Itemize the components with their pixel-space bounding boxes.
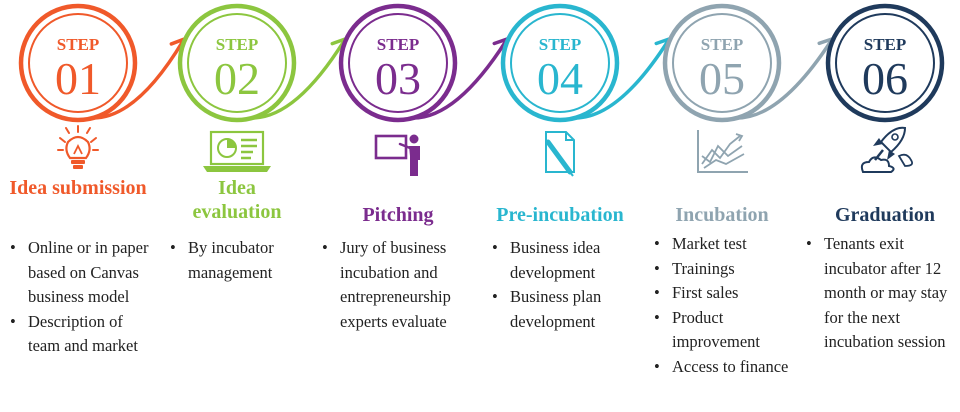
step-02-title: Idea evaluation <box>192 177 282 223</box>
step-04-outer-ring <box>500 3 620 123</box>
bullet-item: Online or in paper based on Canvas busin… <box>8 236 158 310</box>
growth-chart-icon <box>697 130 748 173</box>
bullet-item: Business idea development <box>490 236 640 285</box>
step-03-title: Pitching <box>362 204 434 226</box>
presenter-board-icon <box>374 134 420 176</box>
step-05-bullet-list: Market testTrainingsFirst salesProduct i… <box>652 232 797 379</box>
document-pen-icon <box>545 131 575 177</box>
step-05-number: 05 <box>699 53 745 104</box>
bullet-item: By incubator management <box>168 236 318 285</box>
step-05-inner-ring <box>672 13 772 113</box>
rocket-icon <box>860 126 914 173</box>
step-06-label: STEP <box>864 35 907 54</box>
step-03-label: STEP <box>377 35 420 54</box>
bullet-item: Trainings <box>652 257 797 282</box>
step-02-label: STEP <box>216 35 259 54</box>
step-04-title: Pre-incubation <box>496 204 624 226</box>
step-06-title: Graduation <box>834 204 936 226</box>
step-01-title: Idea submission <box>9 177 147 199</box>
step-02-number: 02 <box>214 53 260 104</box>
step-02-bullet-list: By incubator management <box>168 236 318 285</box>
step-01-bullet-list: Online or in paper based on Canvas busin… <box>8 236 158 359</box>
bullet-item: Business plan development <box>490 285 640 334</box>
step-04-number: 04 <box>537 53 583 104</box>
step-04-bullet-list: Business idea developmentBusiness plan d… <box>490 236 640 334</box>
step-01-number: 01 <box>55 53 101 104</box>
bullet-item: Description of team and market <box>8 310 158 359</box>
step-05-label: STEP <box>701 35 744 54</box>
bullet-item: Tenants exit incubator after 12 month or… <box>804 232 954 355</box>
step-01-inner-ring <box>28 13 128 113</box>
step-06-inner-ring <box>835 13 935 113</box>
step-01-label: STEP <box>57 35 100 54</box>
step-03-bullet-list: Jury of business incubation and entrepre… <box>320 236 485 334</box>
step-06-outer-ring <box>825 3 945 123</box>
step-05-title: Incubation <box>675 204 769 226</box>
lightbulb-icon <box>57 125 99 169</box>
step-02-outer-ring <box>177 3 297 123</box>
step-05-outer-ring <box>662 3 782 123</box>
step-04-inner-ring <box>510 13 610 113</box>
step-03-outer-ring <box>338 3 458 123</box>
bullet-item: Product improvement <box>652 306 797 355</box>
bullet-item: First sales <box>652 281 797 306</box>
laptop-chart-icon <box>203 130 271 172</box>
bullet-item: Jury of business incubation and entrepre… <box>320 236 485 334</box>
step-03-inner-ring <box>348 13 448 113</box>
bullet-item: Market test <box>652 232 797 257</box>
step-01-outer-ring <box>18 3 138 123</box>
step-06-number: 06 <box>862 53 908 104</box>
bullet-item: Access to finance <box>652 355 797 380</box>
step-02-inner-ring <box>187 13 287 113</box>
step-04-label: STEP <box>539 35 582 54</box>
step-03-number: 03 <box>375 53 421 104</box>
step-06-bullet-list: Tenants exit incubator after 12 month or… <box>804 232 954 355</box>
